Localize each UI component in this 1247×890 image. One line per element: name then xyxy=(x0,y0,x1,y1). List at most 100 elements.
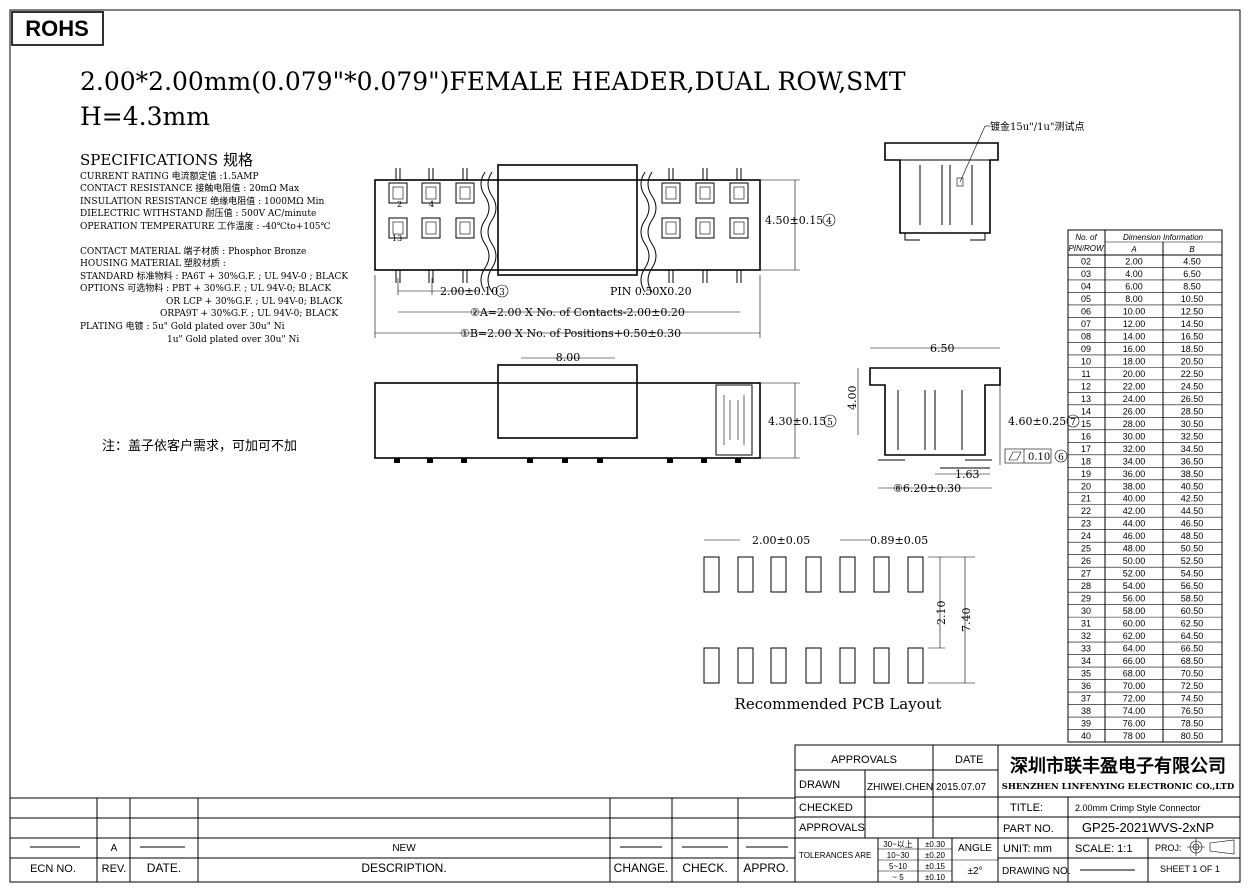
drawn-label: DRAWN xyxy=(799,779,840,791)
table-cell: 22.50 xyxy=(1181,369,1204,379)
projection-label: PROJ: xyxy=(1155,843,1182,853)
table-cell: 54.00 xyxy=(1123,581,1146,591)
table-cell: 70.00 xyxy=(1123,681,1146,691)
specs-heading: SPECIFICATIONS 规格 xyxy=(80,151,253,169)
title-block: APPROVALS DATE DRAWN ZHIWEI.CHEN 2015.07… xyxy=(794,744,1241,883)
table-cell: 58.50 xyxy=(1181,594,1204,604)
table-cell: 72.50 xyxy=(1181,681,1204,691)
pin-cavity xyxy=(661,182,681,204)
table-cell: 62.50 xyxy=(1181,619,1204,629)
table-cell: 48.50 xyxy=(1181,531,1204,541)
dim-cover-width: 8.00 xyxy=(556,351,581,364)
table-cell: 70.50 xyxy=(1181,669,1204,679)
table-cell: 52.00 xyxy=(1123,569,1146,579)
table-row: 04 6.00 8.50 xyxy=(1068,281,1222,293)
table-cell: 14.00 xyxy=(1123,331,1146,341)
table-cell: 28.00 xyxy=(1123,419,1146,429)
spec-line: PLATING 电镀 : 5u" Gold plated over 30u" N… xyxy=(80,320,285,332)
table-cell: 29 xyxy=(1081,594,1091,604)
unit-label: UNIT: mm xyxy=(1003,843,1052,855)
title-label: TITLE: xyxy=(1010,802,1043,814)
table-cell: 6.50 xyxy=(1183,269,1201,279)
third-angle-projection-icon xyxy=(1187,838,1235,856)
flatness-icon xyxy=(1008,451,1022,461)
company-name-en: SHENZHEN LINFENYING ELECTRONIC CO.,LTD xyxy=(1002,782,1235,792)
revision-block: A NEW ECN NO. REV. DATE. DESCRIPTION. CH… xyxy=(10,797,795,882)
table-cell: 74.50 xyxy=(1181,694,1204,704)
table-cell: 8.00 xyxy=(1125,294,1143,304)
table-cell: 56.50 xyxy=(1181,581,1204,591)
table-cell: 8.50 xyxy=(1183,281,1201,291)
pin-cavity xyxy=(455,217,475,239)
dim-pcb-210: 2.10 xyxy=(935,601,948,626)
pcb-layout-label: Recommended PCB Layout xyxy=(735,695,942,713)
table-cell: 58.00 xyxy=(1123,606,1146,616)
part-no-label: PART NO. xyxy=(1003,823,1054,835)
spec-line: 1u" Gold plated over 30u" Ni xyxy=(167,335,299,345)
table-cell: 04 xyxy=(1081,281,1091,291)
dim-a: ②A=2.00 X No. of Contacts-2.00±0.20 xyxy=(470,306,685,319)
table-cell: 50.50 xyxy=(1181,544,1204,554)
table-cell: 52.50 xyxy=(1181,556,1204,566)
tol-range: 30~以上 xyxy=(883,840,913,849)
date-header: DATE. xyxy=(147,861,181,875)
spec-line: STANDARD 标准物料 : PA6T + 30%G.F. ; UL 94V-… xyxy=(80,270,348,282)
pin-cavity xyxy=(695,217,715,239)
spec-line: HOUSING MATERIAL 塑胶材质 : xyxy=(80,257,226,269)
front-view: 8.00 4.30±0.15 5 xyxy=(374,351,837,463)
table-cell: 33 xyxy=(1081,644,1091,654)
table-cell: 20.00 xyxy=(1123,369,1146,379)
rev-value: A xyxy=(111,843,118,854)
change-header: CHANGE. xyxy=(614,861,669,875)
pcb-pad xyxy=(703,556,720,593)
table-cell: 10 xyxy=(1081,356,1091,366)
table-cell: 25 xyxy=(1081,544,1091,554)
date-header: DATE xyxy=(955,754,984,766)
table-cell: 30.00 xyxy=(1123,431,1146,441)
table-cell: 18 xyxy=(1081,456,1091,466)
pin-cavity xyxy=(388,182,408,204)
table-cell: 62.00 xyxy=(1123,631,1146,641)
pcb-layout: 2.00±0.05 0.89±0.05 2.10 7.40 Recommende… xyxy=(703,534,975,713)
table-cell: 6.00 xyxy=(1125,281,1143,291)
table-cell: 44.00 xyxy=(1123,519,1146,529)
pin-cavity xyxy=(729,217,749,239)
plating-callout: 镀金15u"/1u"测试点 xyxy=(990,120,1085,133)
table-cell: 24.00 xyxy=(1123,394,1146,404)
pcb-pad xyxy=(737,556,754,593)
table-cell: 14 xyxy=(1081,406,1091,416)
check-header: CHECK. xyxy=(682,861,727,875)
table-cell: 68.00 xyxy=(1123,669,1146,679)
spec-line: OPERATION TEMPERATURE 工作温度 : -40℃to+105℃ xyxy=(80,220,331,232)
table-cell: 19 xyxy=(1081,469,1091,479)
dim-pitch: 2.00±0.10 xyxy=(440,285,498,298)
pin-cavity xyxy=(421,182,441,204)
table-cell: 32.50 xyxy=(1181,431,1204,441)
description-header: DESCRIPTION. xyxy=(361,861,446,875)
table-cell: 36.00 xyxy=(1123,469,1146,479)
table-cell: 28.50 xyxy=(1181,406,1204,416)
pin-cavity xyxy=(388,217,408,239)
table-cell: 34.00 xyxy=(1123,456,1146,466)
pin-number: 2 xyxy=(397,200,402,209)
table-cell: 46.00 xyxy=(1123,531,1146,541)
drawn-date: 2015.07.07 xyxy=(936,782,986,793)
tol-range: ~ 5 xyxy=(892,873,904,882)
angle-label: ANGLE xyxy=(958,843,992,854)
